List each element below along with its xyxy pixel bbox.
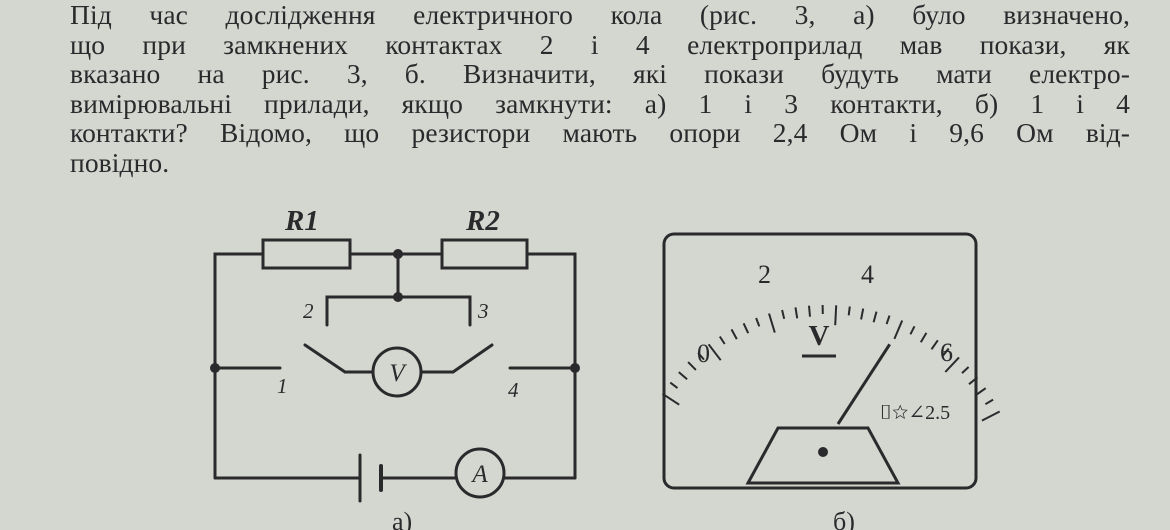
r2-label: R2 (465, 205, 500, 237)
scale-minor-tick (730, 328, 738, 340)
scale-major-tick (661, 392, 680, 406)
junction-dot (570, 363, 580, 373)
scale-major-tick (707, 343, 722, 361)
figure-b-caption: б) (833, 507, 855, 530)
scale-minor-tick (718, 335, 726, 345)
scale-minor-tick (808, 305, 811, 317)
switch-right-arm (451, 343, 494, 374)
needle-pivot (818, 447, 828, 457)
scale-minor-tick (847, 306, 851, 316)
problem-line: вимірювальні прилади, якщо замкнути: а) … (70, 87, 1130, 119)
scale-minor-tick (984, 398, 994, 406)
problem-text: Під час дослідження електричного кола (р… (70, 0, 1130, 177)
scale-label-0: 0 (697, 339, 710, 368)
scale-minor-tick (885, 315, 891, 325)
problem-line: повідно. (70, 146, 170, 178)
meter-frame (662, 232, 978, 490)
problem-line: що при замкнених контактах 2 і 4 електро… (70, 28, 1130, 60)
resistor-r2 (440, 238, 529, 270)
problem-line: контакти? Відомо, що резистори мають опо… (70, 117, 1130, 148)
contact-3-label: 3 (477, 299, 489, 323)
meter-needle (836, 343, 891, 425)
scale-minor-tick (742, 322, 750, 334)
scale-minor-tick (942, 347, 950, 357)
scale-label-6: 6 (940, 338, 953, 367)
scale-minor-tick (968, 376, 979, 385)
circuit-diagram (213, 238, 577, 503)
meter-unit-symbol: V (809, 320, 830, 352)
scale-minor-tick (781, 309, 786, 320)
ammeter-symbol: A (470, 461, 488, 488)
scale-minor-tick (697, 352, 705, 361)
problem-line: Під час дослідження електричного кола (р… (70, 0, 1130, 30)
scale-minor-tick (919, 332, 928, 343)
voltmeter-symbol: V (389, 360, 407, 387)
ammeter-circle (454, 447, 506, 499)
scale-minor-tick (669, 381, 679, 389)
scale-major-tick (834, 305, 838, 326)
scale-minor-tick (678, 371, 688, 381)
scale-minor-tick (872, 311, 878, 323)
switch-left-arm (303, 343, 347, 374)
scale-minor-tick (930, 339, 939, 350)
resistor-r1 (261, 238, 352, 270)
scale-major-tick (981, 410, 1001, 422)
meter-scale (661, 304, 1001, 422)
contact-1-label: 1 (277, 374, 288, 398)
scale-label-2: 2 (758, 260, 771, 289)
scale-label-4: 4 (861, 260, 874, 289)
junction-dot (210, 363, 220, 373)
junction-dot (393, 249, 403, 259)
r1-label: R1 (284, 205, 319, 237)
scale-minor-tick (687, 361, 697, 371)
wire-right (525, 252, 577, 480)
scale-minor-tick (909, 325, 916, 335)
accuracy-class-marking: ⌷☆∠2.5 (880, 402, 950, 424)
scale-minor-tick (755, 317, 761, 327)
scale-minor-tick (794, 307, 799, 319)
scale-minor-tick (976, 387, 987, 396)
junction-dot (393, 292, 403, 302)
contact-2-label: 2 (303, 299, 314, 323)
wire-left (213, 252, 265, 480)
scale-minor-tick (860, 308, 865, 320)
scale-minor-tick (961, 366, 970, 374)
problem-line: вказано на рис. 3, б. Визначити, які пок… (70, 58, 1130, 89)
scale-major-tick (944, 356, 960, 373)
figure-a-caption: а) (392, 507, 412, 530)
scale-major-tick (893, 320, 904, 340)
contact-4-label: 4 (508, 378, 519, 402)
scale-major-tick (768, 313, 776, 333)
needle-housing (745, 426, 901, 485)
